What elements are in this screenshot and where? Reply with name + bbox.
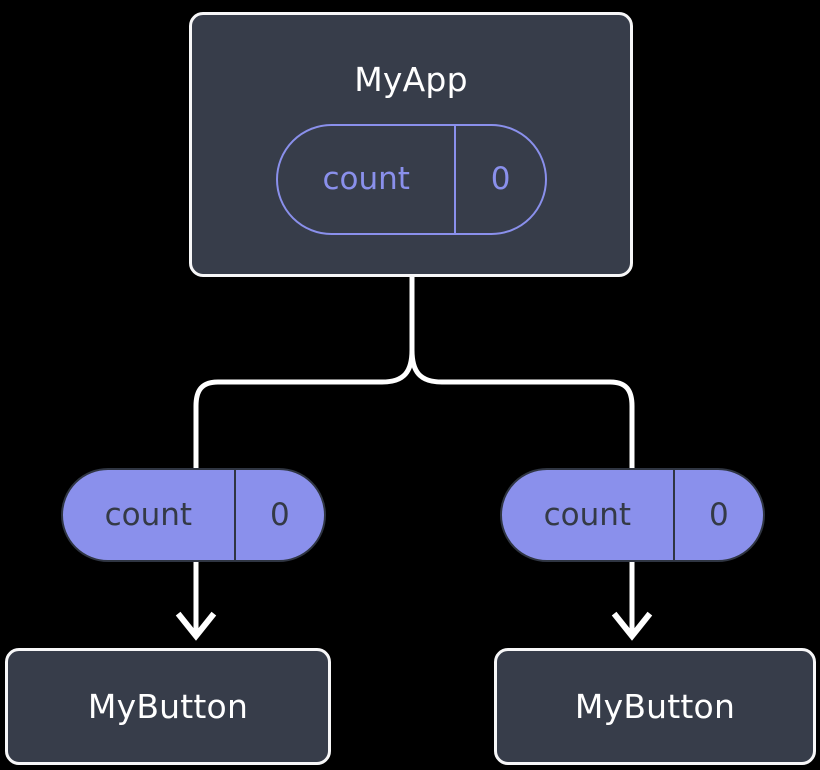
prop-pill-left-value: 0 — [233, 470, 324, 560]
component-label-mybutton-right: MyButton — [574, 687, 736, 726]
prop-pill-right-value: 0 — [672, 470, 763, 560]
prop-pill-right-count[interactable]: count 0 — [500, 468, 765, 562]
state-pill-root-count[interactable]: count 0 — [276, 124, 547, 235]
state-pill-root-key: count — [322, 161, 410, 197]
prop-pill-left-key: count — [104, 496, 193, 533]
edge-fork-left — [193, 349, 415, 470]
component-label-myapp: MyApp — [354, 60, 468, 99]
arrow-head-right-icon — [611, 611, 653, 641]
edge-fork-right — [409, 349, 635, 470]
state-pill-root-value: 0 — [454, 126, 545, 233]
component-node-mybutton-left[interactable]: MyButton — [5, 648, 331, 765]
prop-pill-left-count[interactable]: count 0 — [61, 468, 326, 562]
arrow-head-left-icon — [175, 611, 217, 641]
prop-pill-right-key: count — [543, 496, 632, 533]
component-node-mybutton-right[interactable]: MyButton — [494, 648, 816, 765]
component-label-mybutton-left: MyButton — [87, 687, 249, 726]
